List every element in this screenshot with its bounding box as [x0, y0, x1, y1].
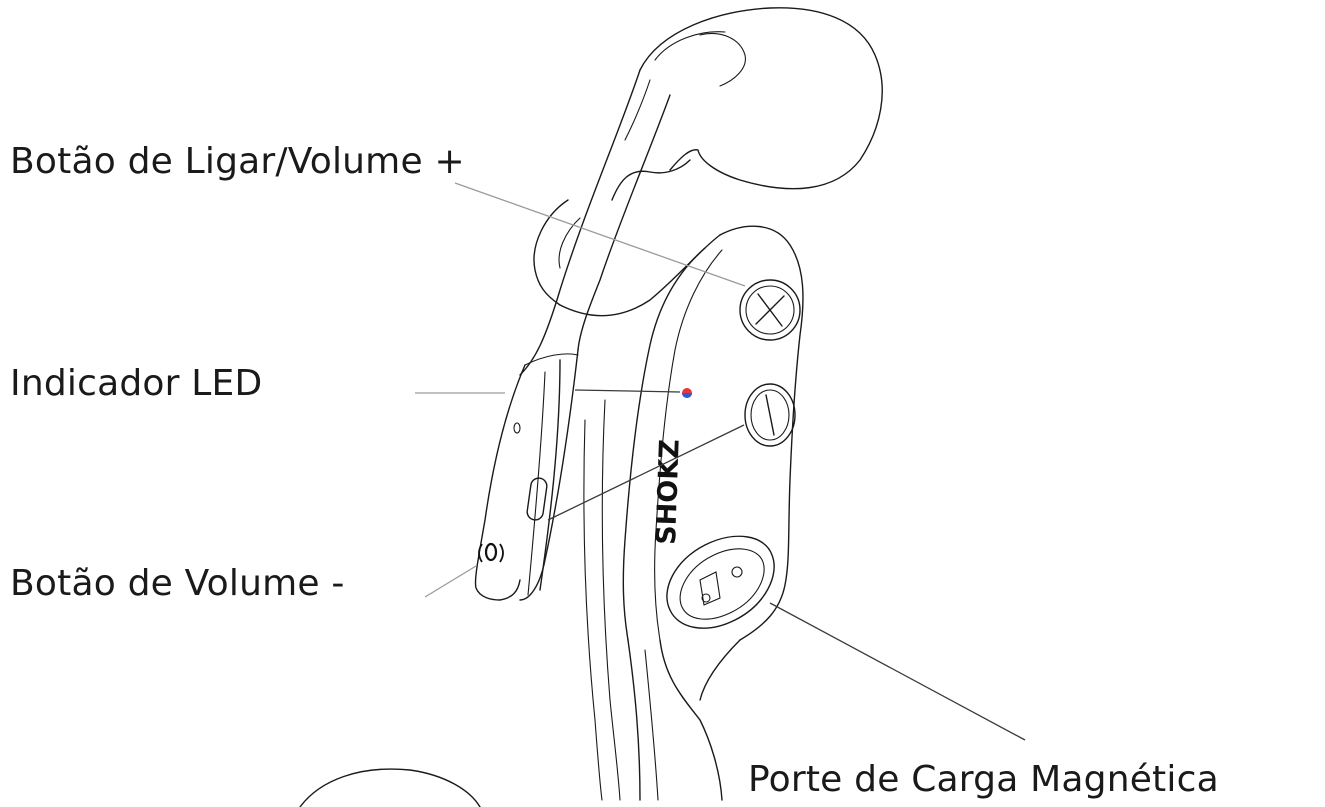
callout-power-button: Botão de Ligar/Volume +: [10, 144, 465, 180]
transducer-pod: SHOKZ: [584, 226, 803, 800]
leader-volminus-left: [425, 566, 476, 597]
leader-charging: [770, 603, 1025, 740]
ear-hook: [520, 8, 882, 375]
led-blue: [682, 393, 692, 398]
volume-up-button: [740, 280, 800, 340]
mic-hole: [514, 423, 520, 433]
leader-volminus: [548, 425, 744, 520]
callout-volume-down: Botão de Volume -: [10, 566, 345, 602]
callout-charging-port: Porte de Carga Magnética: [748, 762, 1219, 798]
brand-logo: SHOKZ: [651, 439, 686, 546]
charging-port: [667, 536, 774, 628]
leader-power: [455, 183, 745, 286]
volume-down-button: [745, 384, 795, 446]
callout-led-indicator: Indicador LED: [10, 366, 262, 402]
multifunction-icon: [479, 544, 503, 562]
led-indicator: [682, 388, 692, 398]
leader-led-right: [575, 390, 680, 392]
